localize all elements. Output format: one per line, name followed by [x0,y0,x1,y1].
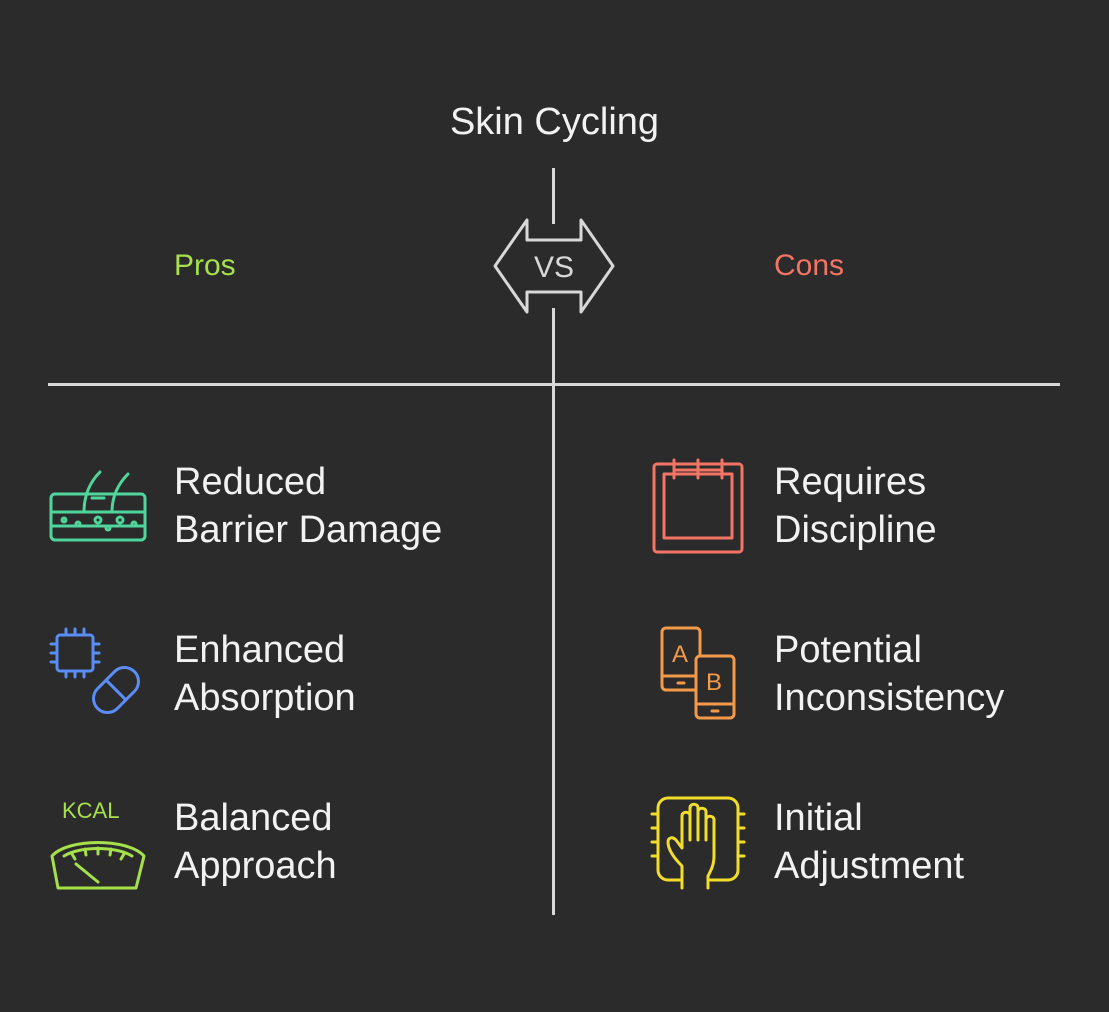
ab-test-icon: A B [648,626,748,726]
cons-heading: Cons [774,249,845,282]
horizontal-divider [48,383,1060,386]
pros-item-reduced-barrier-damage: Reduced Barrier Damage [48,458,468,568]
vertical-divider-top [552,168,555,224]
kcal-scale-icon: KCAL [48,794,148,894]
cons-item-label: Potential Inconsistency [774,629,1005,719]
pros-item-label: Enhanced Absorption [174,629,356,719]
diagram-title: Skin Cycling [449,101,660,143]
chip-capsule-icon [48,626,148,726]
cons-item-initial-adjustment: Initial Adjustment [648,794,1068,904]
double-arrow-icon: VS [493,218,615,314]
pros-heading: Pros [174,249,236,282]
ab-label-b: B [706,669,722,696]
ab-label-a: A [672,641,688,668]
calendar-icon [648,458,748,558]
cons-item-requires-discipline: Requires Discipline [648,458,1068,568]
hand-sensor-icon [648,794,748,894]
kcal-label: KCAL [62,798,119,823]
cons-item-label: Requires Discipline [774,461,937,551]
vs-badge: VS [491,216,617,316]
cons-item-potential-inconsistency: A B Potential Inconsistency [648,626,1068,736]
pros-item-enhanced-absorption: Enhanced Absorption [48,626,468,736]
pros-item-balanced-approach: KCAL Balanced Approach [48,794,468,904]
pros-item-label: Reduced Barrier Damage [174,461,443,551]
cons-item-label: Initial Adjustment [774,797,965,887]
vs-label: VS [534,251,574,284]
skin-layer-icon [48,458,148,558]
vertical-divider-bottom [552,308,555,915]
pros-item-label: Balanced Approach [174,797,337,887]
